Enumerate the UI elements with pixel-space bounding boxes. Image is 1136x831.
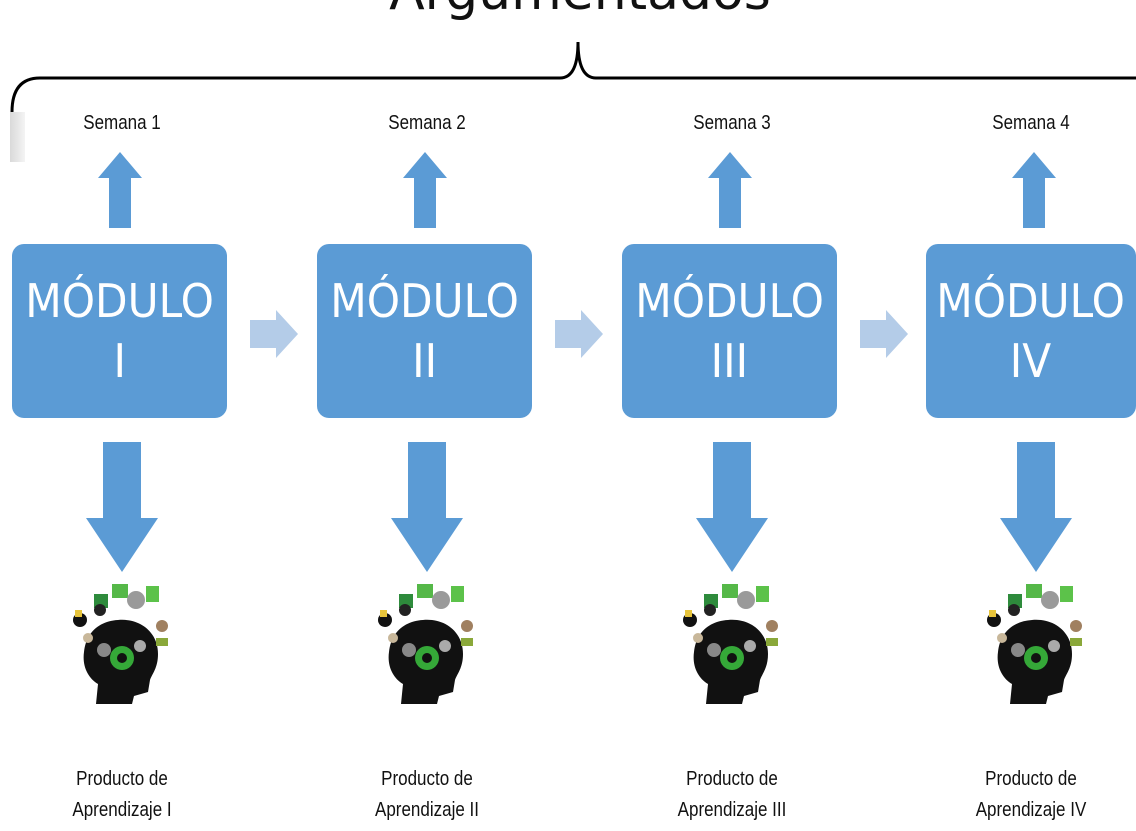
week-label: Semana 3 — [693, 112, 771, 134]
down-arrow-icon — [86, 442, 158, 572]
module-box: MÓDULO IV — [926, 244, 1136, 418]
chevron-right-icon — [250, 310, 298, 358]
module-box: MÓDULO III — [622, 244, 837, 418]
module-numeral: III — [710, 334, 749, 388]
week-label: Semana 1 — [83, 112, 161, 134]
up-arrow-icon — [403, 152, 447, 228]
module-word: MÓDULO — [330, 274, 519, 328]
module-column-2: Semana 2 MÓDULO II Producto de Aprendiza… — [317, 0, 537, 831]
product-label: Producto de Aprendizaje III — [630, 764, 834, 826]
up-arrow-icon — [1012, 152, 1056, 228]
product-line-1: Producto de — [985, 768, 1077, 790]
module-word: MÓDULO — [936, 274, 1126, 328]
module-numeral: II — [412, 334, 437, 388]
up-arrow-icon — [708, 152, 752, 228]
module-column-3: Semana 3 MÓDULO III Producto de Aprendiz… — [622, 0, 842, 831]
product-line-2: Aprendizaje IV — [975, 799, 1087, 821]
chevron-right-icon — [555, 310, 603, 358]
diagram-title: Argumentados — [0, 0, 1136, 22]
module-word: MÓDULO — [635, 274, 824, 328]
module-word: MÓDULO — [25, 274, 214, 328]
product-label: Producto de Aprendizaje II — [325, 764, 529, 826]
brain-head-icon — [683, 584, 778, 704]
down-arrow-icon — [391, 442, 463, 572]
product-line-1: Producto de — [686, 768, 778, 790]
module-column-4: Semana 4 MÓDULO IV Producto de Aprendiza… — [926, 0, 1136, 831]
brain-head-icon — [73, 584, 168, 704]
product-line-1: Producto de — [381, 768, 473, 790]
module-box: MÓDULO II — [317, 244, 532, 418]
product-line-2: Aprendizaje I — [72, 799, 172, 821]
chevron-right-icon — [860, 310, 908, 358]
up-arrow-icon — [98, 152, 142, 228]
brace-end-shadow — [10, 112, 25, 162]
curly-brace — [10, 41, 1136, 113]
brain-head-icon — [378, 584, 473, 704]
down-arrow-icon — [696, 442, 768, 572]
module-column-1: Semana 1 MÓDULO I Producto de Aprendizaj… — [12, 0, 232, 831]
module-numeral: I — [113, 334, 126, 388]
brain-head-icon — [987, 584, 1082, 704]
product-line-2: Aprendizaje III — [677, 799, 787, 821]
down-arrow-icon — [1000, 442, 1072, 572]
product-line-2: Aprendizaje II — [375, 799, 479, 821]
module-numeral: IV — [1010, 334, 1052, 388]
product-line-1: Producto de — [76, 768, 168, 790]
module-box: MÓDULO I — [12, 244, 227, 418]
week-label: Semana 2 — [388, 112, 466, 134]
week-label: Semana 4 — [992, 112, 1070, 134]
product-label: Producto de Aprendizaje I — [20, 764, 224, 826]
product-label: Producto de Aprendizaje IV — [929, 764, 1133, 826]
